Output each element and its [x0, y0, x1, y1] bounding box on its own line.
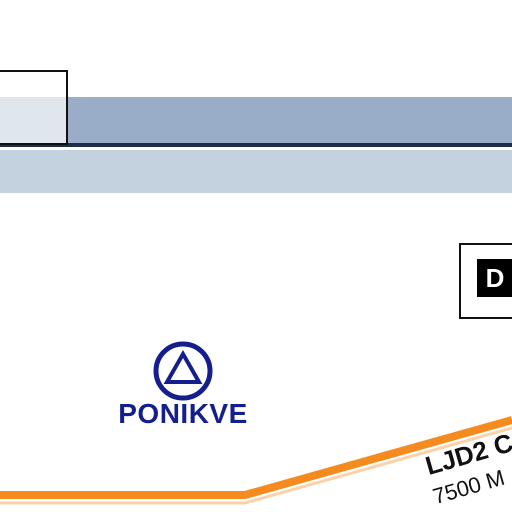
- airspace-band-dark: [0, 97, 512, 143]
- vor-triangle-icon: [153, 341, 213, 401]
- waypoint-letter: D: [477, 259, 512, 297]
- info-box-left: [0, 70, 68, 145]
- airspace-boundary-line: [0, 143, 512, 147]
- navaid-name: PONIKVE: [118, 398, 248, 429]
- airspace-band-light: [0, 150, 512, 193]
